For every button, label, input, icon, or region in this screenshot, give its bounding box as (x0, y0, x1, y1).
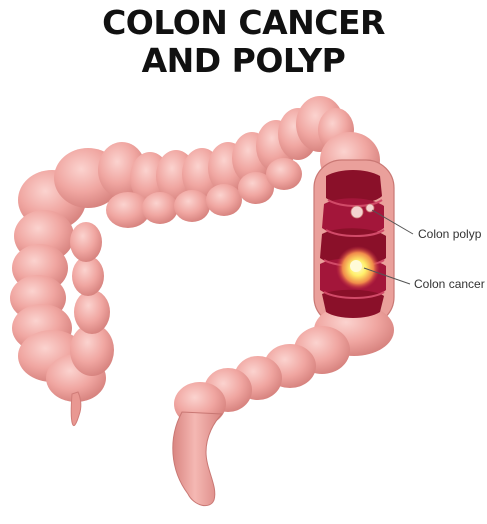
sigmoid-colon (173, 326, 350, 506)
colon-interior-cutaway (320, 170, 386, 318)
cancer-marker (336, 246, 380, 290)
transverse-colon (54, 96, 354, 228)
label-colon-polyp: Colon polyp (418, 227, 482, 241)
label-colon-cancer: Colon cancer (414, 277, 485, 291)
ascending-colon (10, 170, 114, 426)
